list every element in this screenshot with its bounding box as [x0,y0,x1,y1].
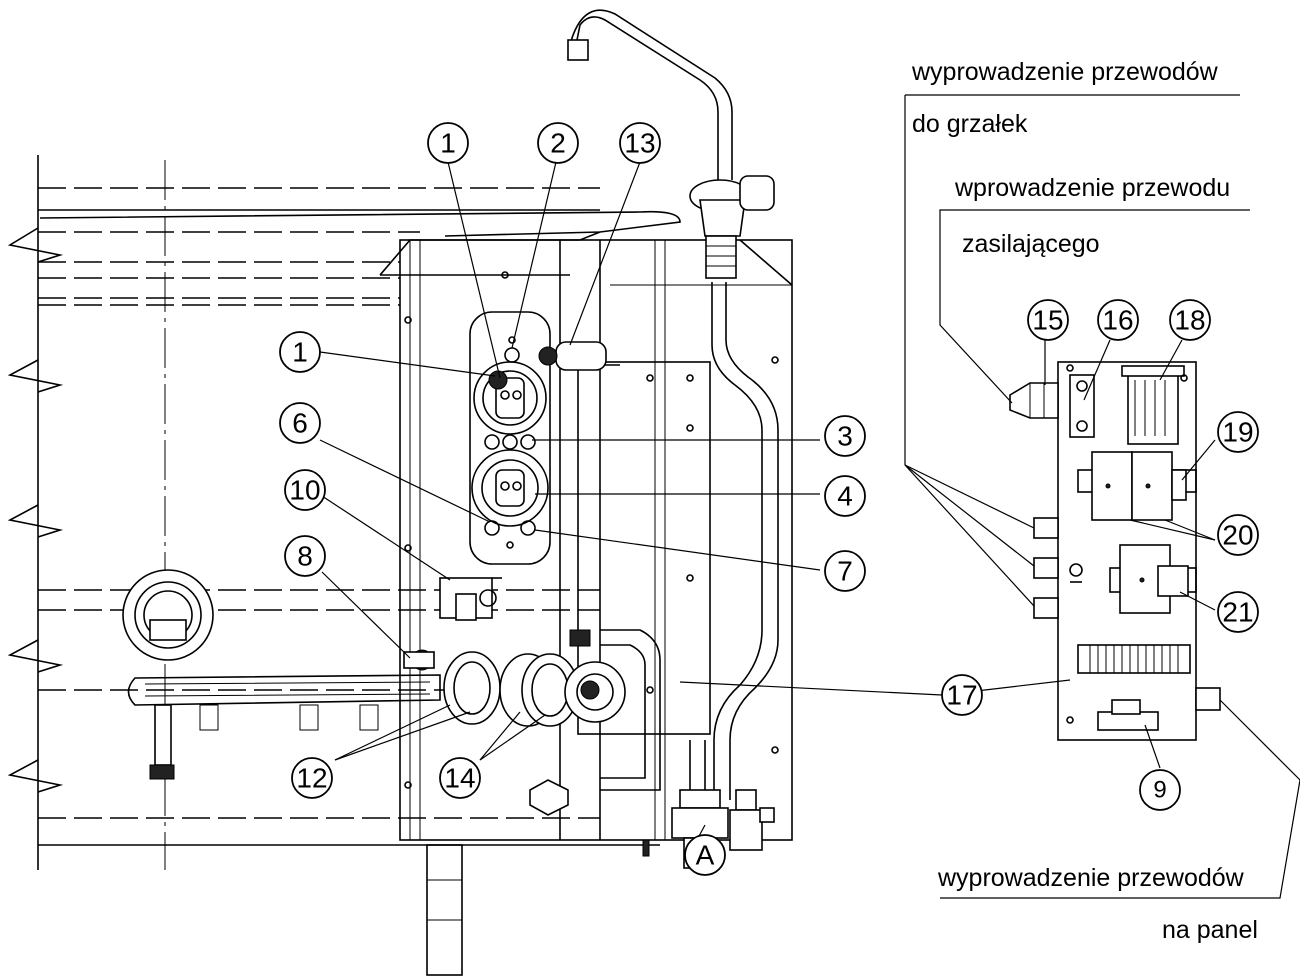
control-knob-lower [471,449,549,527]
svg-text:20: 20 [1222,520,1253,551]
svg-text:14: 14 [444,763,475,794]
svg-text:7: 7 [837,556,853,587]
callout-21: 21 [1217,591,1259,633]
note-panel-wires-line2: na panel [1162,916,1258,944]
svg-text:18: 18 [1174,305,1205,336]
callout-16: 16 [1097,299,1139,341]
svg-text:21: 21 [1222,597,1253,628]
callout-6: 6 [279,402,321,444]
water-pipes [426,9,779,976]
callout-20: 20 [1217,514,1259,556]
callout-12: 12 [291,757,333,799]
callout-13: 13 [619,122,661,164]
drain-valve-round [122,569,214,661]
callout-14: 14 [439,757,481,799]
svg-text:13: 13 [624,128,655,159]
svg-text:17: 17 [946,680,977,711]
callout-8: 8 [284,535,326,577]
svg-text:8: 8 [297,541,313,572]
heater-flanges [403,629,626,727]
callout-10: 10 [284,469,326,511]
note-supply-wire-line1: wprowadzenie przewodu [954,174,1230,202]
callout-18: 18 [1169,299,1211,341]
callout-A: A [684,834,726,876]
callout-19: 19 [1217,411,1259,453]
svg-text:2: 2 [550,128,566,159]
control-knob-upper [473,361,547,435]
callout-1-top: 1 [427,122,469,164]
indicator-lamps [484,336,536,549]
svg-text:6: 6 [292,408,308,439]
fitting-A [529,779,775,869]
callout-17: 17 [941,674,983,716]
svg-text:10: 10 [289,475,320,506]
callout-1-mid: 1 [279,331,321,373]
svg-text:A: A [696,840,715,871]
svg-text:1: 1 [440,128,456,159]
callout-4: 4 [824,475,866,517]
thermostat-10 [439,577,502,621]
svg-text:15: 15 [1032,305,1063,336]
callout-2: 2 [537,122,579,164]
terminal-strip-teeth [1089,645,1179,673]
svg-text:9: 9 [1153,777,1166,804]
callout-15: 15 [1027,299,1069,341]
note-supply-wire-line2: zasilającego [962,230,1100,258]
tank-frame [7,155,793,870]
callout-9: 9 [1139,769,1181,811]
electrical-panel [1009,361,1221,741]
note-panel-wires-line1: wyprowadzenie przewodów [937,864,1245,892]
svg-text:19: 19 [1222,417,1253,448]
svg-text:4: 4 [837,481,853,512]
callout-7: 7 [824,550,866,592]
callout-3: 3 [824,415,866,457]
note-heater-wires-line2: do grzałek [912,110,1028,138]
sensor-13 [538,341,607,371]
svg-text:12: 12 [296,763,327,794]
svg-text:3: 3 [837,421,853,452]
svg-text:16: 16 [1102,305,1133,336]
heater-tube [127,674,441,780]
note-heater-wires-line1: wyprowadzenie przewodów [911,58,1219,86]
svg-text:1: 1 [292,337,308,368]
